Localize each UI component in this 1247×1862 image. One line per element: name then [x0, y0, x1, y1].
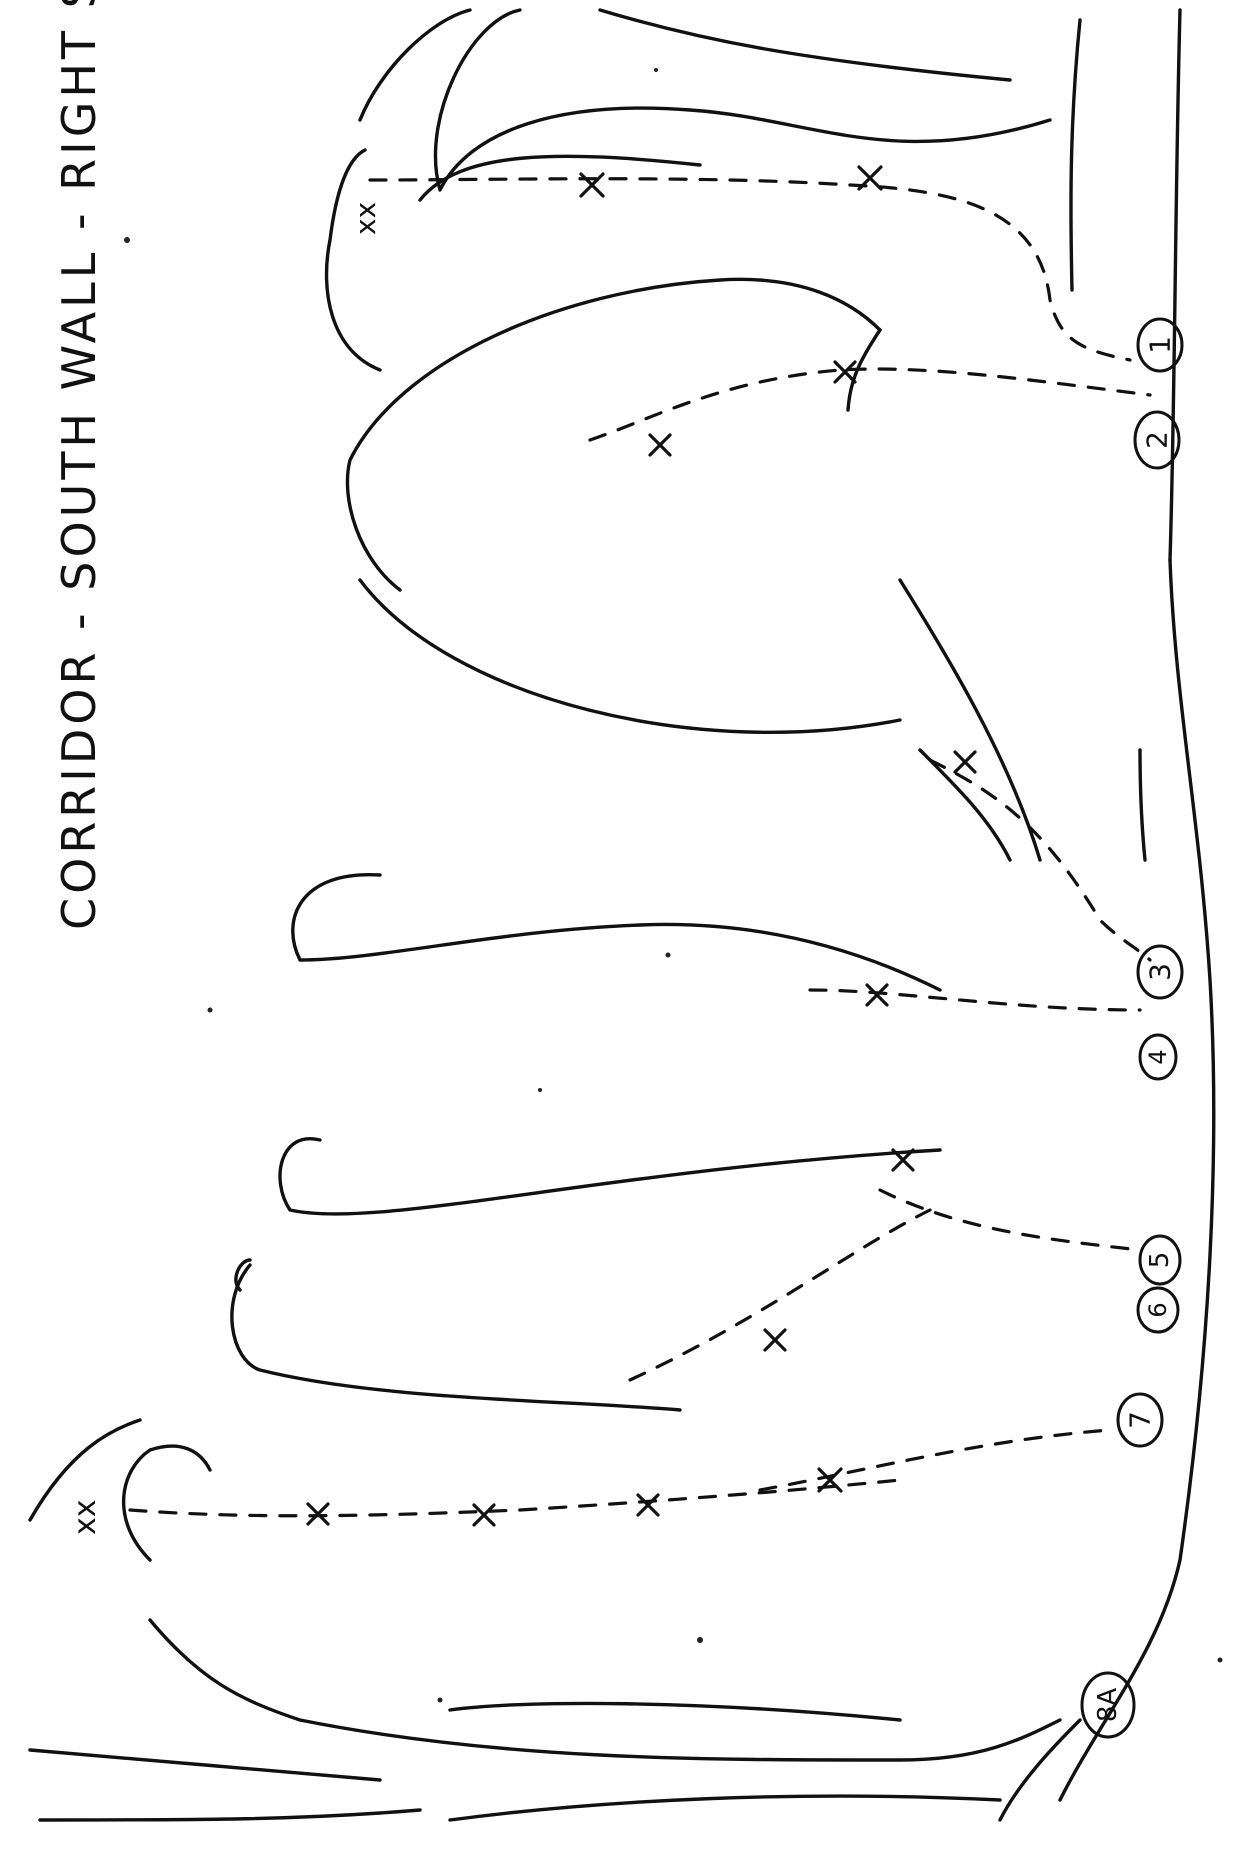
ground-line-right — [1170, 10, 1180, 560]
route-label-2: 2 — [1135, 412, 1179, 468]
bolt-mark — [955, 752, 975, 772]
left-scoop — [232, 1265, 680, 1410]
rock-outlines — [30, 10, 1214, 1820]
bottom-slab-3 — [30, 1750, 380, 1780]
route-labels: 1 2 3 4 5 6 7 8A — [1082, 319, 1182, 1737]
scan-specks — [124, 68, 1223, 1703]
bottom-corner — [1000, 1720, 1080, 1820]
arete-outline — [293, 875, 940, 990]
upper-block-outline — [327, 150, 380, 370]
ground-curve — [1060, 560, 1214, 1800]
heading-group: CORRIDOR - SOUTH WALL - RIGHT SIDE — [52, 0, 106, 930]
route-number-7: 7 — [1124, 1411, 1157, 1429]
bolt-mark — [308, 1504, 328, 1524]
bolt-marks — [308, 167, 975, 1525]
top-bulge-outline — [435, 10, 1050, 190]
bottom-slab-4 — [450, 1703, 900, 1720]
bottom-slab-2 — [40, 1810, 420, 1820]
bolt-mark — [650, 435, 670, 455]
route-label-6: 6 — [1138, 1288, 1178, 1332]
route-number-2: 2 — [1141, 431, 1174, 449]
route-number-5: 5 — [1145, 1252, 1175, 1269]
arch-lower — [150, 1620, 1060, 1760]
route-number-6: 6 — [1144, 1302, 1172, 1317]
route-5-line — [880, 1190, 1140, 1250]
left-arch — [124, 1446, 210, 1560]
route-lines — [130, 179, 1150, 1516]
route-label-8a: 8A — [1082, 1673, 1134, 1737]
route-number-3: 3 — [1144, 963, 1177, 981]
route-number-4: 4 — [1144, 1049, 1172, 1064]
bolt-mark — [474, 1505, 494, 1525]
anchor-mark-top: xx — [349, 202, 382, 235]
anchor-mark-bottom: xx — [68, 1499, 103, 1535]
route-label-5: 5 — [1140, 1236, 1180, 1284]
route-6-line — [630, 1210, 930, 1380]
bolt-mark — [765, 1330, 785, 1350]
route-label-1: 1 — [1138, 319, 1182, 371]
route-2-line — [590, 369, 1150, 440]
route-8a-line — [130, 1480, 900, 1516]
vertical-right-line — [1140, 750, 1145, 860]
bolt-mark — [835, 362, 855, 382]
route-1-line — [370, 179, 1130, 360]
flake-outline — [280, 1139, 940, 1214]
sheet-title: CORRIDOR - SOUTH WALL - RIGHT SIDE — [52, 0, 106, 930]
top-left-flake — [360, 10, 470, 120]
ground-line-upper — [1071, 20, 1080, 290]
route-number-8a: 8A — [1093, 1688, 1123, 1723]
route-label-4: 4 — [1140, 1035, 1176, 1079]
pillar-outline — [347, 279, 880, 590]
route-7-line — [760, 1430, 1110, 1490]
bolt-mark — [638, 1495, 658, 1515]
bolt-mark — [859, 167, 881, 189]
bottom-slab-5 — [450, 1796, 1000, 1820]
top-flake-outline — [600, 10, 1010, 80]
pillar-base — [360, 580, 900, 732]
route-number-1: 1 — [1144, 336, 1177, 354]
route-4-line — [810, 990, 1140, 1010]
anchor-marks: xx xx — [68, 202, 382, 1535]
corner-inner — [920, 750, 1010, 860]
route-label-7: 7 — [1118, 1394, 1162, 1446]
bolt-mark — [867, 985, 887, 1005]
route-label-3: 3 — [1138, 946, 1182, 998]
